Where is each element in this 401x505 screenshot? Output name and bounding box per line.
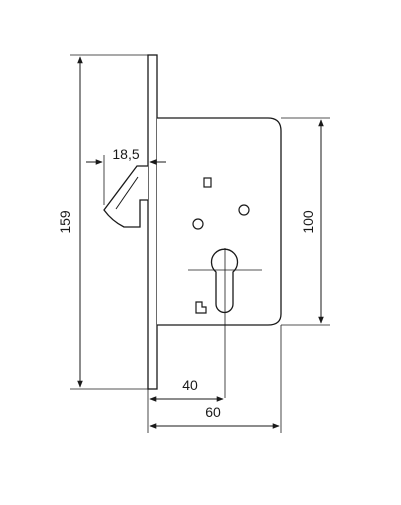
screw-hole-left — [192, 218, 204, 230]
dimension-label-backset: 60 — [205, 404, 221, 420]
hook-bolt — [103, 165, 148, 228]
screw-hole-right — [238, 204, 250, 216]
dimension-label-overall-height: 159 — [57, 210, 73, 234]
faceplate — [147, 54, 158, 390]
lock-case — [157, 117, 282, 326]
catch-lever — [195, 301, 207, 314]
dimension-label-cylinder-offset: 40 — [182, 377, 198, 393]
follower-slot — [203, 177, 212, 188]
dimension-label-hook-offset: 18,5 — [112, 146, 139, 162]
cylinder-keyhole — [210, 248, 239, 314]
dimension-label-body-height: 100 — [300, 210, 316, 234]
